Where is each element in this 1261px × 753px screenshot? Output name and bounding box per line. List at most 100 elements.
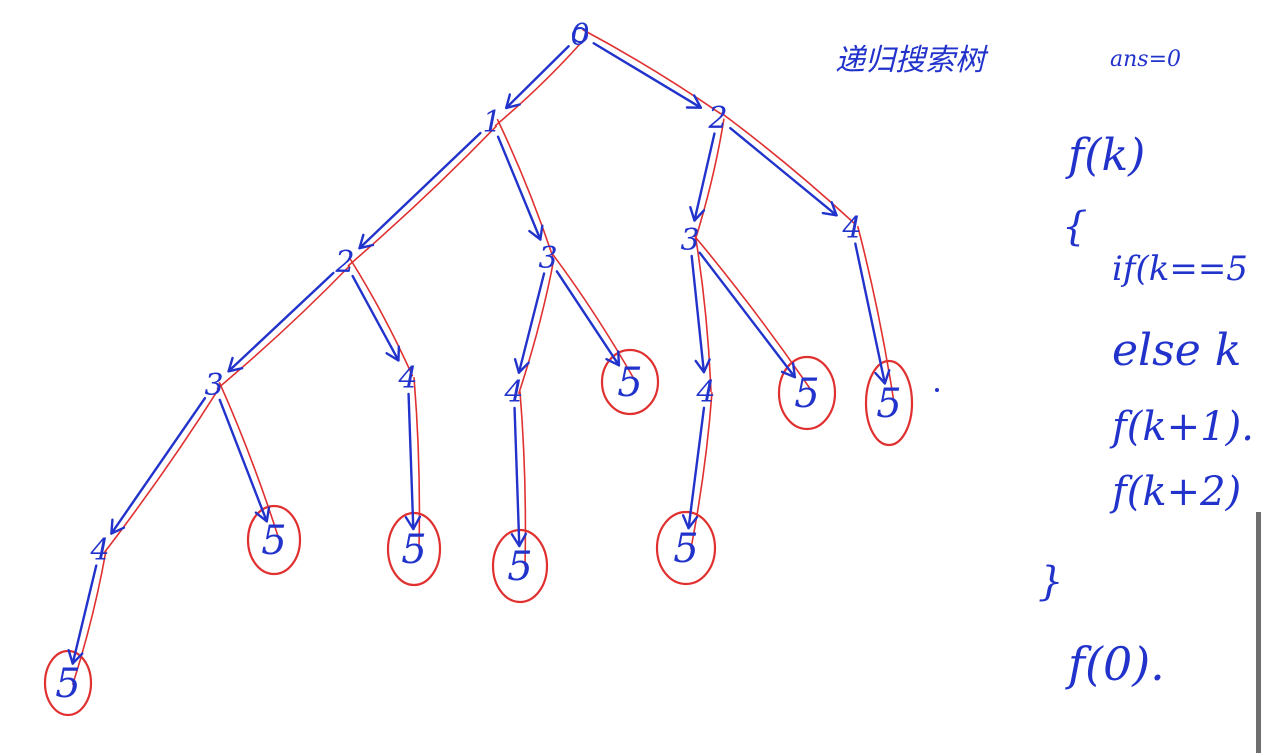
- edge-n2-n7: [693, 132, 716, 222]
- red-trace-n0-n2: [582, 29, 722, 115]
- arrowhead-n2-n7: [689, 206, 706, 222]
- code-line-2: {: [1062, 204, 1087, 250]
- arrowhead-n12-n18: [681, 514, 699, 530]
- code-line-3: if(k==5: [1112, 249, 1248, 289]
- node-label-n7: 3: [680, 223, 699, 258]
- code-line-6: f(k+2): [1109, 469, 1241, 515]
- edge-n4-n14: [218, 398, 268, 523]
- blue-edge-layer: [67, 27, 891, 665]
- red-trace-n10-n20: [72, 550, 107, 685]
- red-trace-n7-n13: [693, 235, 812, 391]
- arrowhead-n2-n6: [821, 201, 838, 217]
- red-trace-layer: [43, 29, 914, 717]
- node-label-n19: 5: [876, 381, 901, 427]
- edge-n0-n1: [505, 45, 570, 110]
- red-trace-n1-n3: [347, 125, 497, 267]
- red-trace-n0-n1: [494, 38, 586, 127]
- leaf-circle-n17: [491, 528, 549, 604]
- node-label-n5: 3: [538, 241, 557, 276]
- leaf-circle-n19: [864, 359, 914, 447]
- arrowhead-n1-n5: [528, 224, 544, 241]
- arrowhead-n6-n19: [874, 369, 891, 385]
- red-trace-n7-n12: [695, 238, 712, 393]
- node-label-n16: 5: [401, 527, 426, 573]
- node-label-n13: 5: [794, 371, 819, 417]
- edge-n8-n16: [407, 392, 415, 531]
- notes-title: 递归搜索树: [835, 43, 989, 78]
- arrowhead-n7-n12: [694, 358, 711, 374]
- leaf-circle-n16: [386, 511, 442, 587]
- node-label-n12: 4: [695, 375, 715, 410]
- node-label-n11: 5: [617, 360, 642, 406]
- red-trace-n4-n14: [218, 382, 280, 539]
- arrowhead-n4-n10: [110, 518, 126, 535]
- code-line-7: }: [1038, 559, 1063, 605]
- leaf-circle-n14: [246, 504, 302, 576]
- arrowhead-n10-n20: [67, 649, 84, 665]
- notes-panel: 递归搜索树 ans=0 f(k) { if(k==5 else k f(k+1)…: [835, 43, 1254, 691]
- arrowhead-n5-n11: [605, 350, 621, 367]
- edge-n0-n2: [592, 42, 703, 109]
- node-label-n17: 5: [507, 544, 532, 590]
- edge-n3-n8: [351, 274, 400, 362]
- red-trace-n6-n19: [857, 225, 895, 403]
- leaf-circle-n13: [777, 355, 837, 431]
- node-label-n20: 5: [55, 661, 80, 707]
- root-node-marker: [572, 27, 588, 43]
- arrowhead-n9-n17: [510, 532, 528, 548]
- edge-n6-n19: [854, 242, 887, 385]
- code-line-5: f(k+1).: [1109, 404, 1254, 450]
- arrowhead-n0-n2: [685, 94, 703, 109]
- code-line-1: f(k): [1065, 130, 1145, 181]
- arrowhead-n3-n8: [385, 345, 401, 362]
- node-label-n8: 4: [397, 361, 417, 396]
- edge-n4-n10: [110, 396, 207, 535]
- node-label-n10: 4: [89, 533, 109, 568]
- node-label-n3: 2: [334, 245, 354, 280]
- red-trace-n4-n10: [103, 387, 220, 554]
- arrowhead-n7-n13: [780, 362, 797, 379]
- edge-n7-n13: [698, 251, 797, 379]
- node-label-n4: 3: [204, 368, 223, 403]
- arrowhead-n1-n3: [358, 233, 375, 250]
- node-label-layer: 0 1 2 2 3 3 4 3 4 4 4 5 4 5 5 5 5 5 5 5: [55, 18, 901, 707]
- arrowhead-n4-n14: [254, 506, 271, 523]
- edge-n5-n11: [555, 270, 621, 367]
- red-trace-n2-n7: [694, 118, 725, 242]
- edge-n1-n3: [358, 131, 482, 250]
- node-label-n14: 5: [261, 518, 286, 564]
- notes-ans-init: ans=0: [1110, 47, 1181, 72]
- leaf-circle-n18: [655, 510, 717, 586]
- node-label-n6: 4: [841, 211, 861, 246]
- red-trace-n2-n6: [721, 112, 856, 225]
- red-trace-n1-n5: [496, 118, 554, 257]
- edge-n3-n4: [227, 271, 335, 373]
- node-label-n0: 0: [570, 18, 589, 53]
- leaf-circle-n11: [600, 348, 660, 416]
- red-trace-n8-n16: [413, 376, 421, 550]
- edge-n5-n9: [517, 272, 546, 374]
- red-trace-n3-n4: [216, 265, 350, 390]
- edge-n7-n12: [690, 254, 706, 374]
- node-label-n2: 2: [707, 101, 727, 136]
- red-trace-n12-n18: [690, 391, 713, 550]
- arrowhead-n3-n4: [227, 356, 244, 373]
- red-trace-n5-n11: [552, 253, 635, 381]
- edge-n12-n18: [687, 406, 706, 530]
- edge-n2-n6: [729, 126, 838, 217]
- red-trace-n9-n17: [519, 390, 527, 567]
- node-label-n9: 4: [503, 375, 523, 410]
- edge-n9-n17: [513, 406, 521, 548]
- arrowhead-n5-n9: [513, 358, 530, 374]
- code-line-4: else k: [1112, 325, 1241, 376]
- node-label-n18: 5: [673, 526, 698, 572]
- edge-n10-n20: [71, 564, 98, 665]
- arrowhead-n8-n16: [404, 515, 422, 531]
- side-scroll-edge: [1256, 512, 1261, 753]
- stray-dot: [935, 388, 939, 392]
- node-label-n1: 1: [482, 105, 501, 140]
- edge-n1-n5: [496, 135, 542, 241]
- red-trace-n5-n9: [518, 258, 555, 395]
- code-line-8: f(0).: [1065, 637, 1165, 691]
